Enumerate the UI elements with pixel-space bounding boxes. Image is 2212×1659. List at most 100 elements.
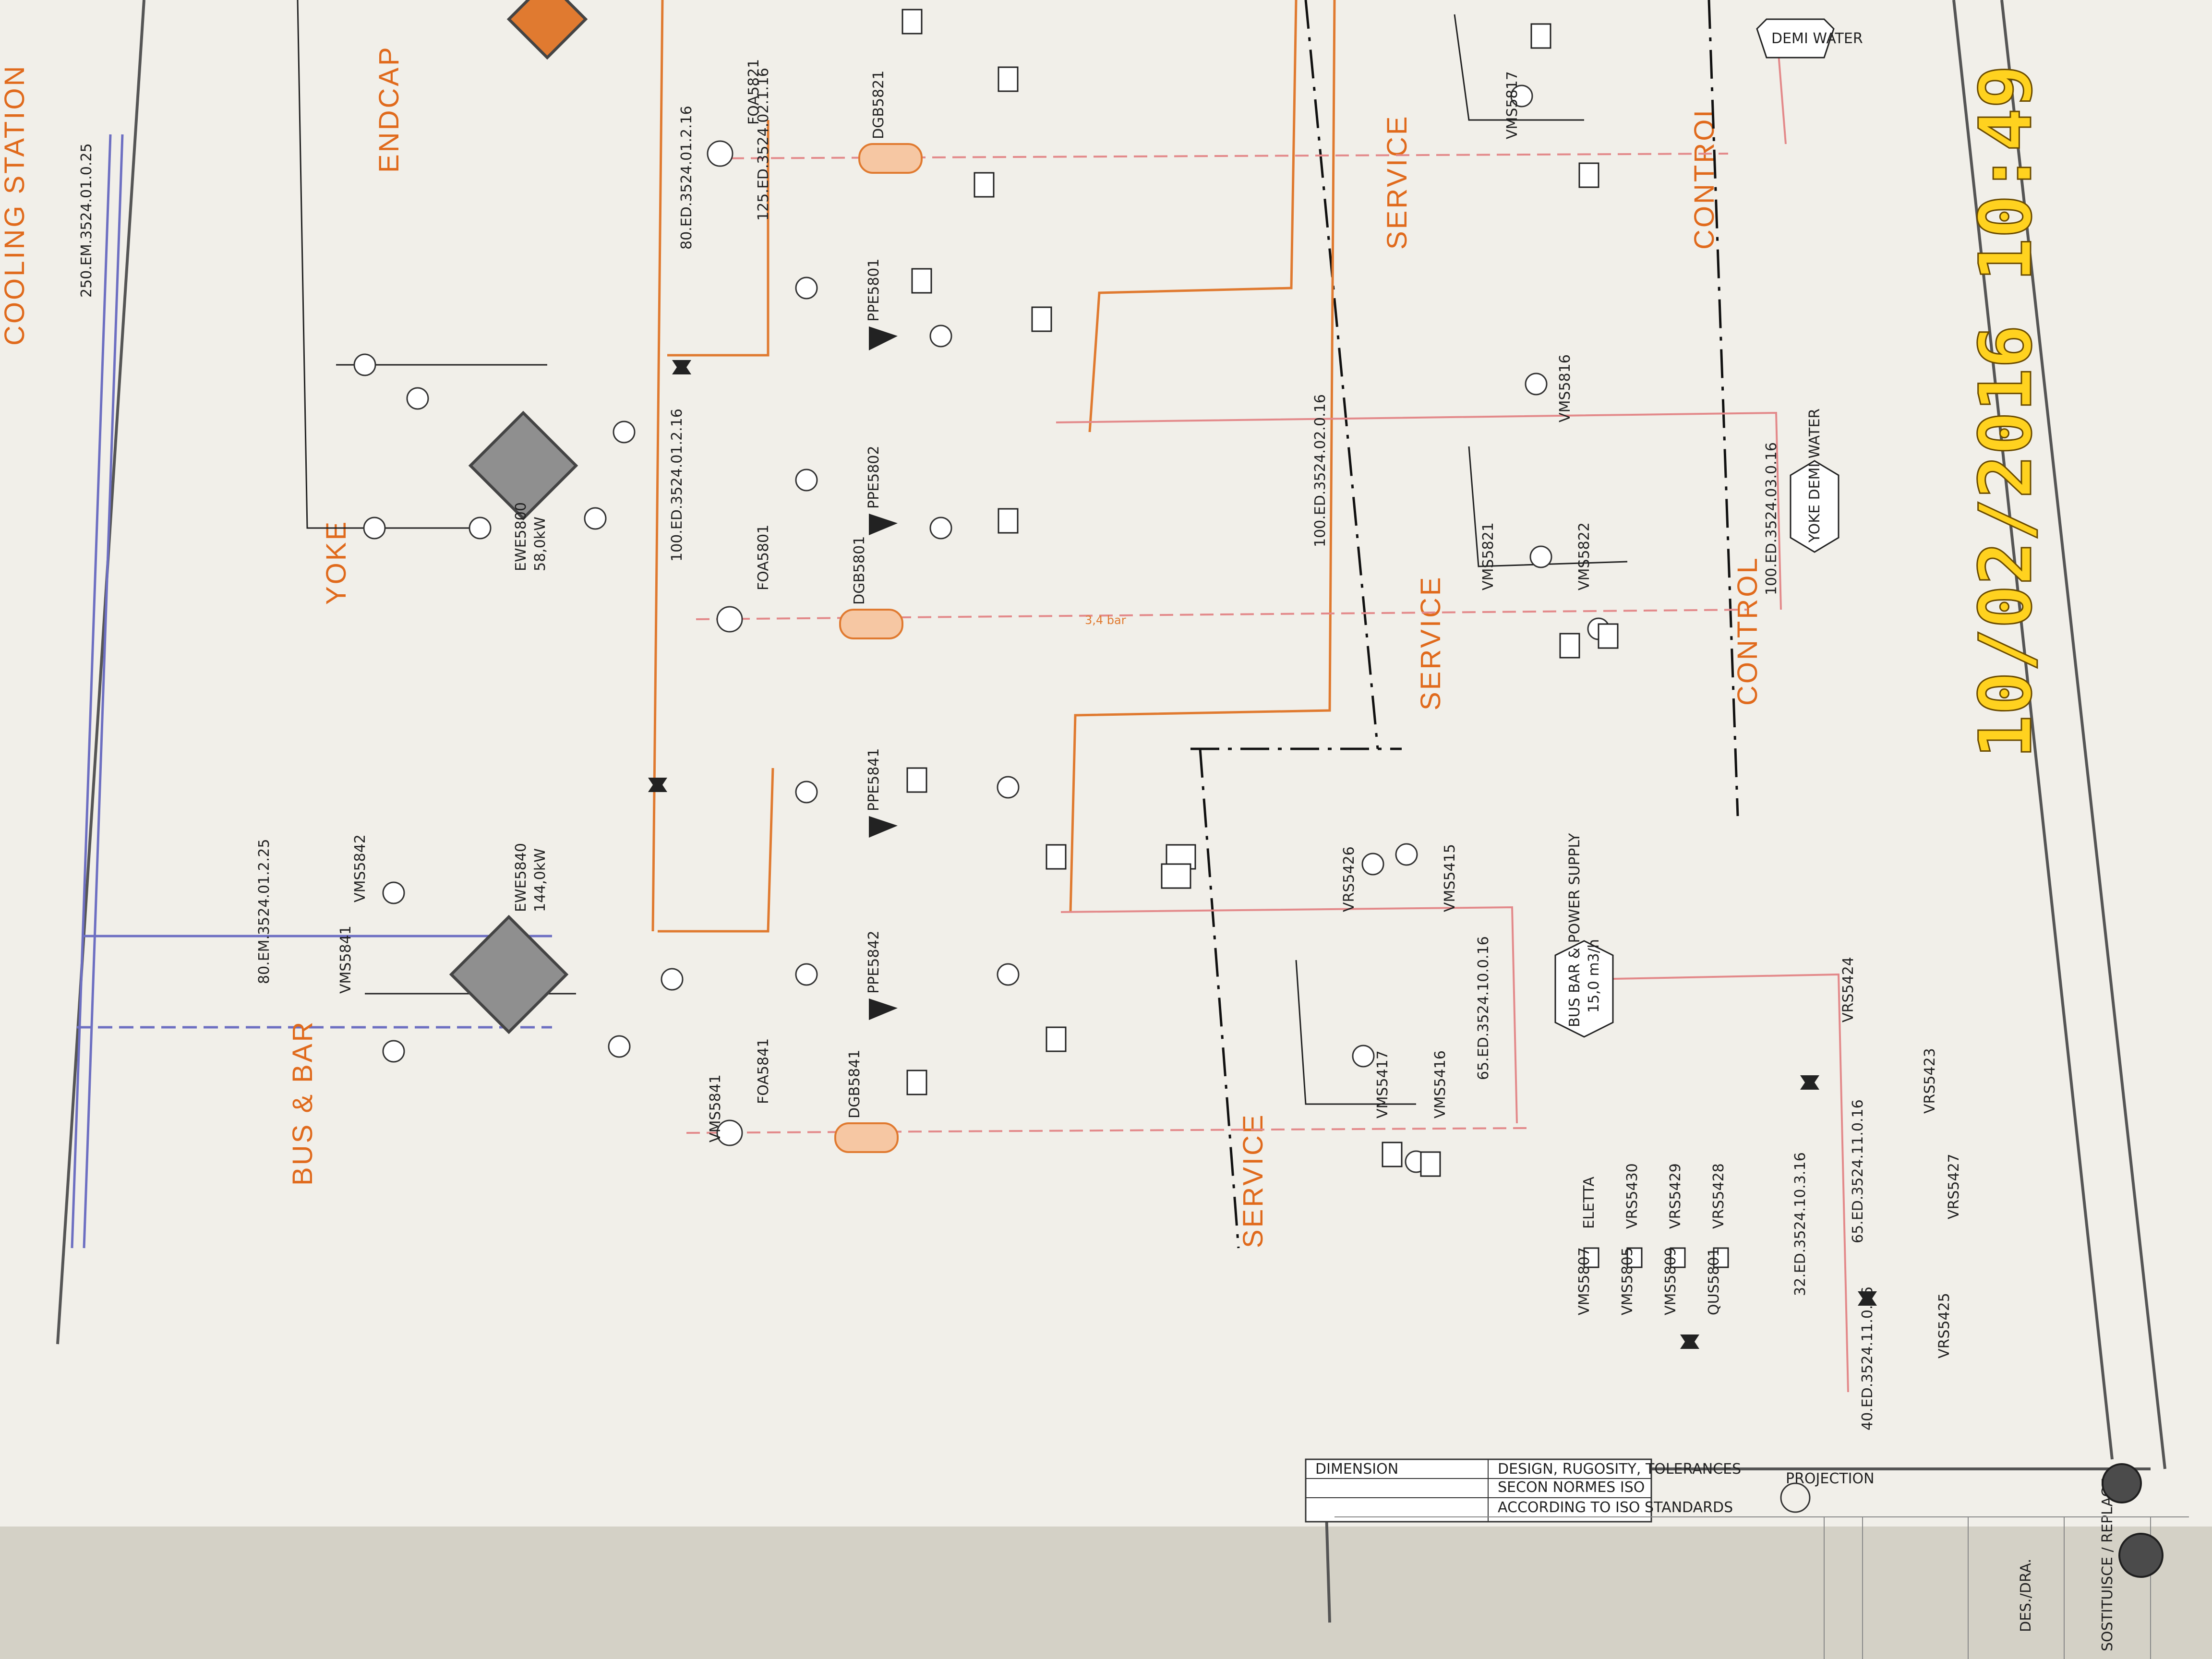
svg-text:VMS5817: VMS5817 xyxy=(1504,71,1521,139)
svg-text:VMS5841: VMS5841 xyxy=(707,1074,724,1142)
pipe-control-yoke xyxy=(1056,411,1782,610)
svg-text:VRS5428: VRS5428 xyxy=(1710,1163,1727,1229)
zone-endcap: ENDCAP xyxy=(373,45,405,173)
heat-exchanger-top xyxy=(506,0,588,60)
svg-text:VRS5430: VRS5430 xyxy=(1624,1163,1641,1229)
boundary-control xyxy=(1707,0,1739,817)
svg-text:VRS5426: VRS5426 xyxy=(1341,846,1358,912)
title-block-grid xyxy=(1334,1516,2189,1659)
title-block-replace: SOSTITUISCE / REPLACE xyxy=(2099,1478,2116,1651)
valve-tag-cluster: VMS5807 VMS5805 VMS5809 QUS5801 ELETTA V… xyxy=(337,71,1962,1358)
hx-bus-tag: EWE5840 xyxy=(513,843,529,912)
pipe-control-top xyxy=(1454,14,1584,121)
pipe-label-group: 100.ED.3524.01.2.16 80.ED.3524.01.2.16 1… xyxy=(78,68,1876,1431)
zone-service-2: SERVICE xyxy=(1415,575,1446,710)
svg-text:BUS BAR & POWER SUPPLY: BUS BAR & POWER SUPPLY xyxy=(1566,833,1583,1027)
svg-text:VMS5416: VMS5416 xyxy=(1432,1050,1449,1118)
pipe-main-vertical xyxy=(651,0,664,932)
pipe-label-6: 65.ED.3524.10.0.16 xyxy=(1475,936,1492,1080)
svg-text:FOA5801: FOA5801 xyxy=(755,525,772,590)
filter-foa5821: FOA5821 xyxy=(707,59,762,167)
title-block-line-5: PROJECTION xyxy=(1786,1470,1875,1487)
instrument-bubbles xyxy=(353,84,1610,1173)
svg-text:YOKE DEMI WATER: YOKE DEMI WATER xyxy=(1806,409,1823,543)
svg-text:VMS5821: VMS5821 xyxy=(1480,522,1497,590)
svg-text:DGB5841: DGB5841 xyxy=(846,1050,863,1118)
title-block-line-3: ACCORDING TO ISO STANDARDS xyxy=(1498,1499,1733,1516)
pump-ppe5841: PPE5841 xyxy=(866,748,898,838)
zone-cooling-station: COOLING STATION xyxy=(0,64,30,346)
svg-text:ELETTA: ELETTA xyxy=(1581,1177,1598,1229)
svg-text:VMS5805: VMS5805 xyxy=(1619,1247,1636,1315)
svg-text:VRS5425: VRS5425 xyxy=(1936,1293,1953,1358)
badge-bus-supply: BUS BAR & POWER SUPPLY 15,0 m3/h xyxy=(1554,833,1614,1038)
zone-service-1: SERVICE xyxy=(1382,114,1413,250)
svg-text:PPE5842: PPE5842 xyxy=(866,931,882,994)
svg-text:VMS5841: VMS5841 xyxy=(337,926,354,994)
pipe-label-12: 3,4 bar xyxy=(1085,613,1126,627)
pipe-bus-supply xyxy=(1588,973,1849,1393)
frame-left xyxy=(56,0,145,1345)
pipe-bus-branch xyxy=(658,768,774,933)
svg-text:VMS5807: VMS5807 xyxy=(1576,1247,1593,1315)
svg-text:DGB5801: DGB5801 xyxy=(851,536,868,605)
frame-right-outer xyxy=(2000,0,2166,1469)
svg-text:15,0 m3/h: 15,0 m3/h xyxy=(1586,939,1602,1013)
badge-demi-water-top: DEMI WATER xyxy=(1756,18,1863,59)
filter-foa5801: FOA5801 xyxy=(716,525,772,633)
boundary-service-1 xyxy=(1304,0,1379,749)
boundary-service-3 xyxy=(1199,748,1240,1249)
vessel-dgb5841: DGB5841 xyxy=(834,1050,899,1153)
heat-exchanger-bus: EWE5840 144,0kW xyxy=(449,843,569,1034)
pipe-label-8: 32.ED.3524.10.3.16 xyxy=(1792,1152,1809,1296)
svg-text:VMS5816: VMS5816 xyxy=(1557,354,1574,422)
svg-text:VMS5415: VMS5415 xyxy=(1442,844,1458,912)
pump-ppe5842: PPE5842 xyxy=(866,931,898,1020)
pipe-lower-return xyxy=(1069,0,1336,913)
pipe-endcap-loop xyxy=(297,0,470,529)
vessel-dgb5801: DGB5801 xyxy=(839,536,903,639)
pipe-label-9: 40.ED.3524.11.0.16 xyxy=(1859,1286,1876,1431)
title-block-line-4: DIMENSION xyxy=(1315,1461,1398,1478)
board-bottom xyxy=(0,1527,2212,1659)
pump-ppe5802: PPE5802 xyxy=(866,446,898,535)
title-block-des: DES./DRA. xyxy=(2018,1559,2034,1632)
pipe-label-10: 250.EM.3524.01.0.25 xyxy=(78,143,95,298)
svg-text:VRS5429: VRS5429 xyxy=(1667,1163,1684,1229)
title-block-line-1: DESIGN, RUGOSITY, TOLERANCES xyxy=(1498,1461,1741,1478)
pipe-service-loop xyxy=(1295,960,1416,1105)
svg-text:VRS5427: VRS5427 xyxy=(1946,1154,1962,1219)
svg-text:VRS5424: VRS5424 xyxy=(1840,957,1857,1022)
heat-exchanger-yoke: EWE5800 58,0kW xyxy=(468,410,578,571)
board-screw-2 xyxy=(2118,1533,2164,1578)
pipe-yoke-branch xyxy=(667,120,769,357)
svg-text:PPE5802: PPE5802 xyxy=(866,446,882,509)
svg-text:VRS5423: VRS5423 xyxy=(1922,1048,1938,1114)
board-screw-1 xyxy=(2102,1463,2142,1503)
valve-symbols xyxy=(648,360,1877,1349)
frame-right-inner xyxy=(1952,0,2114,1460)
pipe-label-1: 100.ED.3524.01.2.16 xyxy=(669,409,685,562)
vessel-dgb5821: DGB5821 xyxy=(858,71,923,174)
svg-text:DGB5821: DGB5821 xyxy=(870,71,887,139)
pipe-label-7: 65.ED.3524.11.0.16 xyxy=(1850,1099,1866,1243)
svg-text:DEMI WATER: DEMI WATER xyxy=(1771,30,1863,47)
hx-bus-power: 144,0kW xyxy=(532,848,549,912)
pipe-label-2: 80.ED.3524.01.2.16 xyxy=(678,106,695,250)
header-line-1 xyxy=(71,134,112,1249)
zone-service-3: SERVICE xyxy=(1238,1113,1269,1248)
svg-text:VMS5822: VMS5822 xyxy=(1576,522,1593,590)
pump-ppe5801: PPE5801 xyxy=(866,259,898,350)
title-block-line-2: SECON NORMES ISO xyxy=(1498,1479,1645,1496)
pipe-label-3: 125.ED.3524.02.1.16 xyxy=(755,68,772,221)
pipe-label-4: 100.ED.3524.02.0.16 xyxy=(1312,394,1329,547)
svg-text:VMS5809: VMS5809 xyxy=(1662,1247,1679,1315)
svg-text:VMS5842: VMS5842 xyxy=(352,834,369,902)
pipe-service-2 xyxy=(696,609,1748,620)
badge-yoke-demi-water: YOKE DEMI WATER xyxy=(1790,409,1839,553)
zone-control-2: CONTROL xyxy=(1732,556,1763,706)
header-line-2 xyxy=(83,134,124,1249)
svg-text:PPE5801: PPE5801 xyxy=(866,259,882,322)
